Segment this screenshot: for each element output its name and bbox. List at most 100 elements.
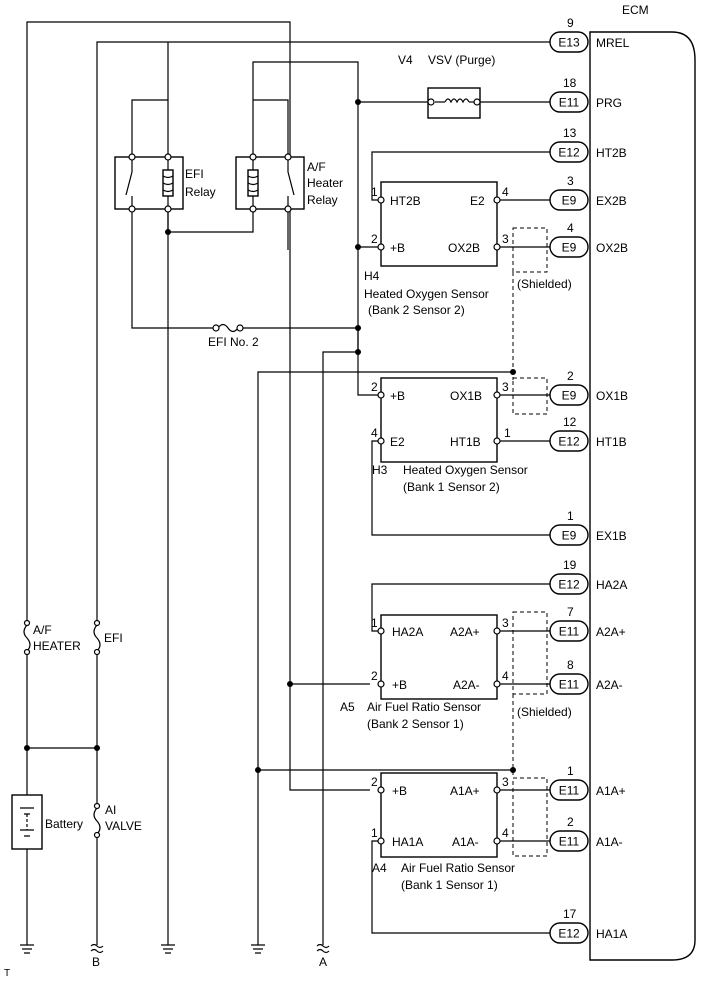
vsv-purge: V4 VSV (Purge) (398, 53, 550, 119)
ecm-pin-number: 12 (563, 415, 577, 429)
ecm-connector-oval (549, 31, 589, 53)
ecm-connector-oval (549, 236, 589, 258)
ecm-terminal-name: PRG (596, 96, 622, 110)
ground-symbols: B A T (4, 943, 330, 979)
ecm-connector-oval (549, 620, 589, 642)
a5-pin3: 3 (502, 616, 509, 630)
ecm-connector-oval (549, 91, 589, 113)
a4-pin1: 1 (371, 826, 378, 840)
ecm-terminal-name: A1A+ (596, 784, 626, 798)
h3-name: Heated Oxygen Sensor (403, 463, 528, 477)
ecm-connector-code: E9 (562, 241, 577, 255)
a5-pin2: 2 (371, 669, 378, 683)
h4-lbl4: E2 (470, 194, 485, 208)
af-heater-fuse-l2: HEATER (33, 639, 81, 653)
a4-lbl3: A1A+ (450, 784, 480, 798)
ecm-connector-code: E13 (558, 36, 580, 50)
battery: Battery (11, 794, 83, 850)
a5-pin1: 1 (371, 616, 378, 630)
shielded-1: (Shielded) (517, 277, 572, 291)
a4-pin2: 2 (371, 775, 378, 789)
h3-pin1: 1 (504, 426, 511, 440)
ecm-connector-code: E11 (559, 784, 580, 798)
af-relay-l2: Heater (307, 176, 343, 190)
h4-id: H4 (364, 269, 380, 283)
h4-lbl1: HT2B (390, 194, 421, 208)
ecm-connector-oval (549, 430, 589, 452)
a4-pin3: 3 (502, 775, 509, 789)
h3-lbl1: HT1B (450, 435, 481, 449)
ecm-connector-code: E12 (558, 578, 580, 592)
ecm-connector-oval (549, 384, 589, 406)
a4-sub: (Bank 1 Sensor 1) (401, 878, 498, 892)
af-heater-fuse-l1: A/F (33, 623, 52, 637)
h3-pin2: 2 (371, 380, 378, 394)
ecm-pin-number: 8 (567, 658, 574, 672)
ecm-connector-oval (549, 673, 589, 695)
terminal-b: B (92, 955, 100, 969)
af-relay-l3: Relay (307, 193, 338, 207)
h4-pin4: 4 (502, 185, 509, 199)
ecm-pin-number: 18 (563, 76, 577, 90)
af-relay-l1: A/F (307, 160, 326, 174)
ecm-pin-number: 7 (567, 605, 574, 619)
af-heater-relay: A/F Heater Relay (235, 153, 343, 213)
shielded-2: (Shielded) (517, 705, 572, 719)
ecm-pin-number: 4 (567, 221, 574, 235)
ecm-connector-code: E12 (558, 435, 580, 449)
h3-lbl4: E2 (390, 435, 405, 449)
a4-id: A4 (372, 861, 387, 875)
a4-lbl4: A1A- (452, 835, 479, 849)
ecm-pin-number: 17 (563, 907, 577, 921)
ecm-connector-code: E12 (558, 146, 580, 160)
ecm-connector-oval (549, 922, 589, 944)
ecm-terminal-name: HA1A (596, 927, 627, 941)
a5-lbl4: A2A- (453, 678, 480, 692)
a5-pin4: 4 (502, 669, 509, 683)
efi-fuse-label: EFI (104, 631, 123, 645)
efi-relay: EFI Relay (114, 153, 216, 213)
ecm-connector-code: E12 (558, 927, 580, 941)
a4-lbl1: HA1A (392, 835, 423, 849)
h3-id: H3 (372, 463, 388, 477)
ecm-pin-number: 13 (563, 126, 577, 140)
ecm-pin-number: 1 (567, 764, 574, 778)
ai-valve-l2: VALVE (105, 819, 142, 833)
terminal-t: T (4, 968, 10, 979)
a5-lbl3: A2A+ (450, 625, 480, 639)
terminal-a: A (319, 955, 327, 969)
sensor-h3: 2 +B 3 OX1B 4 E2 1 HT1B H3 Heated Oxygen… (371, 377, 528, 494)
ecm-connector-code: E9 (562, 194, 577, 208)
a4-pin4: 4 (502, 826, 509, 840)
a5-id: A5 (340, 700, 355, 714)
ecm-connector-code: E9 (562, 389, 577, 403)
ecm-connector-code: E11 (559, 835, 580, 849)
ecm-terminal-name: HA2A (596, 578, 627, 592)
ecm-connector-oval (549, 573, 589, 595)
h3-pin3: 3 (502, 380, 509, 394)
ecm-terminal-name: EX1B (596, 529, 627, 543)
ecm-terminal-name: MREL (596, 36, 630, 50)
a5-name: Air Fuel Ratio Sensor (367, 700, 481, 714)
h4-pin2: 2 (371, 232, 378, 246)
a5-lbl1: HA2A (392, 625, 423, 639)
ecm-connector-oval (549, 779, 589, 801)
h4-lbl3: OX2B (448, 241, 480, 255)
ecm-connector-oval (549, 524, 589, 546)
ecm-pin-number: 2 (567, 815, 574, 829)
h3-lbl3: OX1B (450, 389, 482, 403)
ecm-connector-code: E11 (559, 96, 580, 110)
a5-lbl2: +B (392, 678, 407, 692)
ecm-connector-oval (549, 189, 589, 211)
